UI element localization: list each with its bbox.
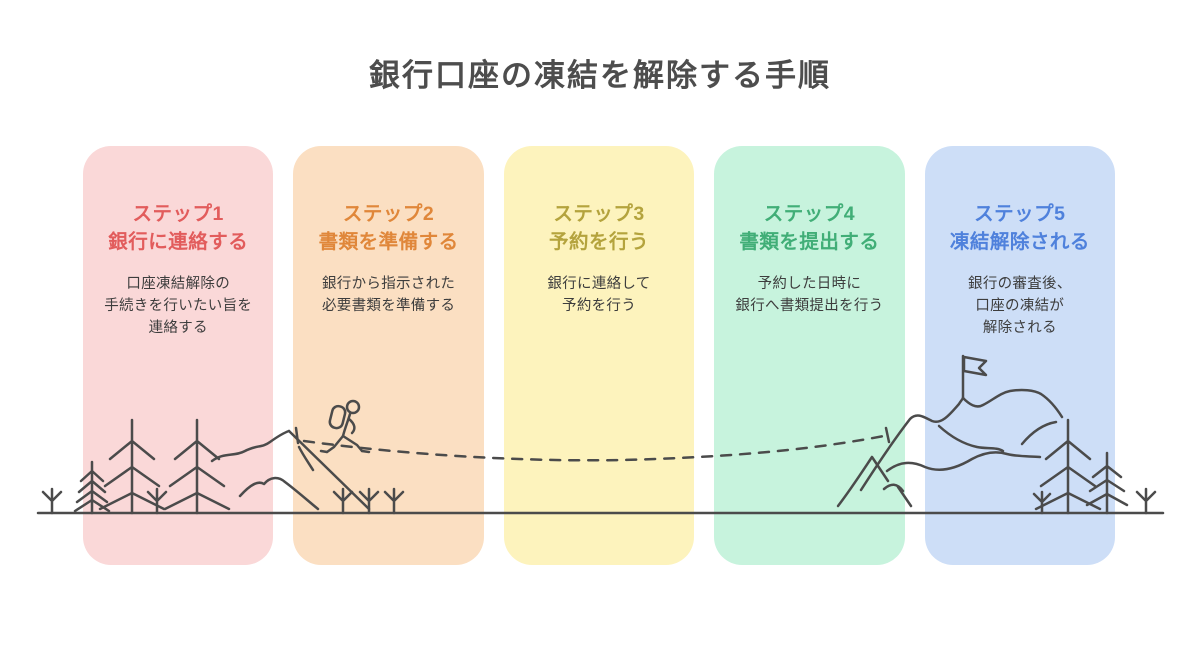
step-4-heading: ステップ4 書類を提出する [724, 200, 894, 257]
steps-row: ステップ1 銀行に連絡する 口座凍結解除の 手続きを行いたい旨を 連絡する ステ… [83, 146, 1116, 565]
step-2-label: ステップ2 [342, 203, 435, 225]
step-2-description: 銀行から指示された 必要書類を準備する [322, 275, 456, 314]
step-4-label: ステップ4 [763, 203, 856, 225]
step-1-heading: ステップ1 銀行に連絡する [93, 200, 263, 257]
step-5-heading: ステップ5 凍結解除される [935, 200, 1105, 257]
step-3-heading: ステップ3 予約を行う [514, 200, 684, 257]
page-title: 銀行口座の凍結を解除する手順 [369, 58, 831, 93]
step-card-2: ステップ2 書類を準備する 銀行から指示された 必要書類を準備する [293, 146, 484, 565]
step-5-description: 銀行の審査後、 口座の凍結が 解除される [968, 275, 1072, 336]
step-3-description: 銀行に連絡して 予約を行う [547, 275, 651, 314]
step-1-title: 銀行に連絡する [108, 231, 249, 254]
step-5-title: 凍結解除される [949, 231, 1090, 254]
step-card-5: ステップ5 凍結解除される 銀行の審査後、 口座の凍結が 解除される [924, 146, 1116, 565]
step-3-title: 予約を行う [549, 231, 650, 254]
step-1-description: 口座凍結解除の 手続きを行いたい旨を 連絡する [104, 275, 253, 336]
step-2-title: 書類を準備する [318, 231, 459, 254]
step-card-3: ステップ3 予約を行う 銀行に連絡して 予約を行う [503, 146, 695, 565]
step-card-4: ステップ4 書類を提出する 予約した日時に 銀行へ書類提出を行う [714, 146, 905, 565]
step-card-1: ステップ1 銀行に連絡する 口座凍結解除の 手続きを行いたい旨を 連絡する [83, 146, 274, 565]
step-5-label: ステップ5 [974, 203, 1066, 225]
step-2-heading: ステップ2 書類を準備する [303, 200, 473, 257]
step-4-title: 書類を提出する [739, 231, 880, 254]
step-1-label: ステップ1 [132, 203, 224, 225]
step-3-label: ステップ3 [553, 203, 645, 225]
step-4-description: 予約した日時に 銀行へ書類提出を行う [735, 275, 884, 314]
